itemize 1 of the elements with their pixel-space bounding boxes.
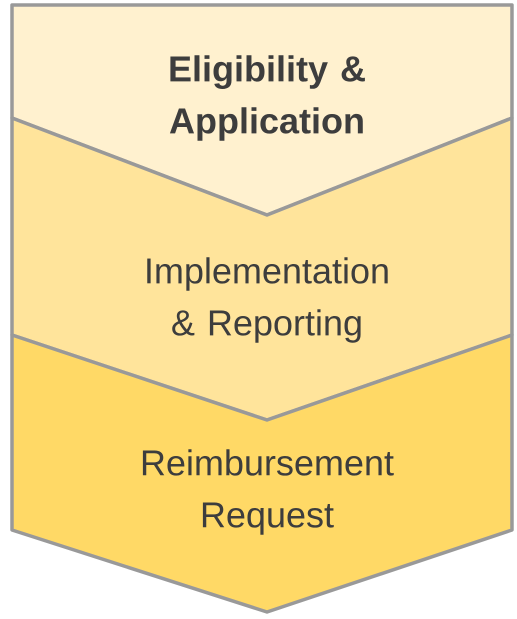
- chevron-band: Eligibility & Application: [10, 3, 514, 217]
